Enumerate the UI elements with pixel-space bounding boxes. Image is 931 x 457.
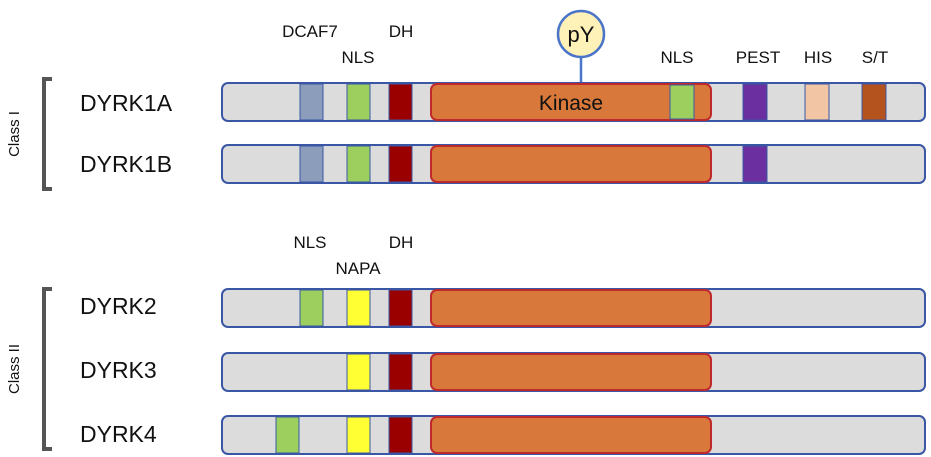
protein-name: DYRK1B [80,151,172,177]
dcaf7-domain [299,83,324,121]
napa-domain [346,289,371,327]
protein-row-dyrk4: DYRK4 [80,415,926,455]
napa-domain [346,353,371,391]
protein-row-dyrk3: DYRK3 [80,352,926,392]
protein-row-dyrk1b: DYRK1B [80,144,926,184]
kinase-domain [430,289,712,327]
pest-label: PEST [736,48,780,67]
protein-name: DYRK4 [80,421,157,447]
protein-name: DYRK1A [80,90,173,116]
protein-name: DYRK3 [80,357,157,383]
napa-domain [346,416,371,454]
dh-label-1: DH [389,22,414,41]
class-1-label: Class I [6,111,23,157]
kinase-domain [430,353,712,391]
nls-label-2: NLS [660,48,693,67]
nls-domain [346,83,371,121]
napa-label: NAPA [335,259,381,278]
st-label: S/T [862,48,888,67]
dcaf7-label: DCAF7 [282,22,338,41]
nls-label-1: NLS [341,48,374,67]
pest-domain [742,145,768,183]
nls-domain [346,145,371,183]
protein-name: DYRK2 [80,293,157,319]
kinase-domain [430,145,712,183]
class-1-bracket [42,77,52,191]
class-2-label: Class II [6,344,23,394]
his-label: HIS [804,48,832,67]
dh-domain [388,145,413,183]
dh-domain [388,83,413,121]
py-label: pY [568,22,595,47]
dcaf7-domain [299,145,324,183]
py-marker [556,9,606,59]
dh-domain [388,353,413,391]
his-domain [804,83,830,121]
dh-domain [388,289,413,327]
protein-row-dyrk2: DYRK2 [80,288,926,328]
nls-domain [275,416,300,454]
dh-label-class2: DH [389,233,414,252]
class-2-bracket [42,287,52,451]
nls-domain-2 [669,84,695,120]
kinase-domain [430,416,712,454]
pest-domain [742,83,768,121]
protein-row-dyrk1a: DYRK1A Kinase [80,82,926,122]
nls-label-class2: NLS [293,233,326,252]
nls-domain [299,289,324,327]
st-domain [861,83,887,121]
kinase-domain [430,83,712,121]
kinase-label: Kinase [539,92,603,115]
dh-domain [388,416,413,454]
